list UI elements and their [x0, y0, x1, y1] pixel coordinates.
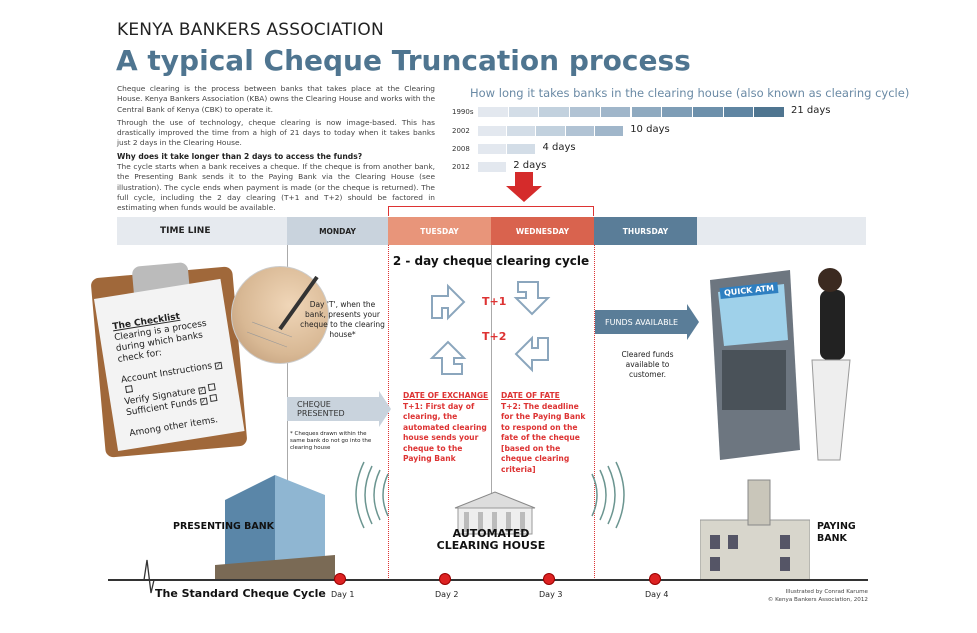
clearing-bracket — [388, 206, 594, 216]
day-label: Day 1 — [331, 590, 355, 599]
day-thursday: THURSDAY — [594, 217, 697, 245]
intro-question: Why does it take longer than 2 days to a… — [117, 151, 363, 161]
cycle-arrows-icon — [429, 281, 551, 375]
chart-bar-segment — [631, 107, 663, 117]
chart-bar-segment — [570, 107, 601, 117]
chart-bar-segment — [662, 107, 693, 117]
clearing-house-label: AUTOMATED CLEARING HOUSE — [436, 527, 546, 552]
atm-illustration — [710, 268, 851, 461]
chart-title: How long it takes banks in the clearing … — [470, 86, 910, 100]
pulse-icon — [136, 559, 158, 594]
footnote: * Cheques drawn within the same bank do … — [290, 431, 372, 451]
funds-note: Cleared funds available to customer. — [621, 350, 674, 379]
chart-bar-segment — [692, 107, 724, 117]
day-label: Day 4 — [645, 590, 669, 599]
chart-bar-segment — [539, 107, 571, 117]
day-label: Day 3 — [539, 590, 563, 599]
day-marker — [335, 574, 345, 584]
cheque-presented-arrow: CHEQUE PRESENTED — [287, 397, 379, 421]
chart-bar-segment — [507, 144, 537, 154]
divider — [594, 245, 595, 580]
arrow-head-icon — [379, 391, 391, 427]
t2-label: T+2 — [482, 330, 507, 343]
standard-cycle-label: The Standard Cheque Cycle — [155, 587, 326, 600]
timeline-baseline — [108, 579, 868, 581]
intro-paragraph-1: Cheque clearing is the process between b… — [117, 84, 435, 114]
chart-value-label: 2 days — [513, 160, 547, 171]
timeline-label: TIME LINE — [160, 226, 211, 236]
pen-signing-image — [231, 266, 329, 364]
day-marker — [440, 574, 450, 584]
chart-category-label: 2012 — [452, 163, 470, 171]
down-arrow-icon — [506, 172, 542, 202]
t1-label: T+1 — [482, 295, 507, 308]
intro-text: Cheque clearing is the process between b… — [117, 84, 435, 217]
day-tuesday: TUESDAY — [388, 217, 491, 245]
signal-waves-icon — [355, 461, 625, 529]
paying-bank-label: PAYING BANK — [817, 521, 856, 544]
checklist-footer: Among other items. — [128, 415, 219, 439]
intro-paragraph-3: The cycle starts when a bank receives a … — [117, 162, 435, 213]
intro-paragraph-2: Through the use of technology, cheque cl… — [117, 117, 435, 148]
day-t-note: Day 'T', when the bank, presents your ch… — [300, 300, 385, 339]
page-title: A typical Cheque Truncation process — [116, 44, 691, 77]
chart-bar-segment — [594, 126, 625, 136]
day-marker — [650, 574, 660, 584]
chart-bar-segment — [565, 126, 595, 136]
organization-name: KENYA BANKERS ASSOCIATION — [117, 20, 384, 40]
arrow-head-icon — [687, 304, 699, 340]
cycle-title: 2 - day cheque clearing cycle — [392, 254, 590, 268]
credits: Illustrated by Conrad Karume© Kenya Bank… — [767, 589, 868, 603]
chart-category-label: 1990s — [452, 108, 474, 116]
chart-bar-segment — [478, 144, 508, 154]
chart-value-label: 4 days — [542, 142, 576, 153]
chart-bar-segment — [536, 126, 566, 136]
chart-bar-segment — [478, 126, 508, 136]
funds-available-arrow: FUNDS AVAILABLE — [595, 310, 687, 334]
presenting-bank-building — [215, 475, 335, 580]
chart-category-label: 2002 — [452, 127, 470, 135]
chart-bar-segment — [723, 107, 755, 117]
chart-bar-segment — [754, 107, 785, 117]
divider — [491, 245, 492, 495]
chart-bar-segment — [478, 162, 508, 172]
chart-category-label: 2008 — [452, 145, 470, 153]
day-marker — [544, 574, 554, 584]
day-monday: MONDAY — [287, 217, 388, 245]
chart-value-label: 21 days — [791, 105, 831, 116]
checklist-clipboard: The Checklist Clearing is a process duri… — [90, 262, 248, 458]
chart-bar-segment — [508, 107, 540, 117]
chart-value-label: 10 days — [630, 124, 670, 135]
day-label: Day 2 — [435, 590, 459, 599]
paying-bank-building — [700, 479, 810, 580]
clearing-house-building — [454, 491, 536, 535]
chart-bar-segment — [507, 126, 537, 136]
presenting-bank-label: PRESENTING BANK — [173, 521, 275, 532]
chart-bar-segment — [600, 107, 632, 117]
chart-bar-segment — [478, 107, 509, 117]
day-wednesday: WEDNESDAY — [491, 217, 594, 245]
